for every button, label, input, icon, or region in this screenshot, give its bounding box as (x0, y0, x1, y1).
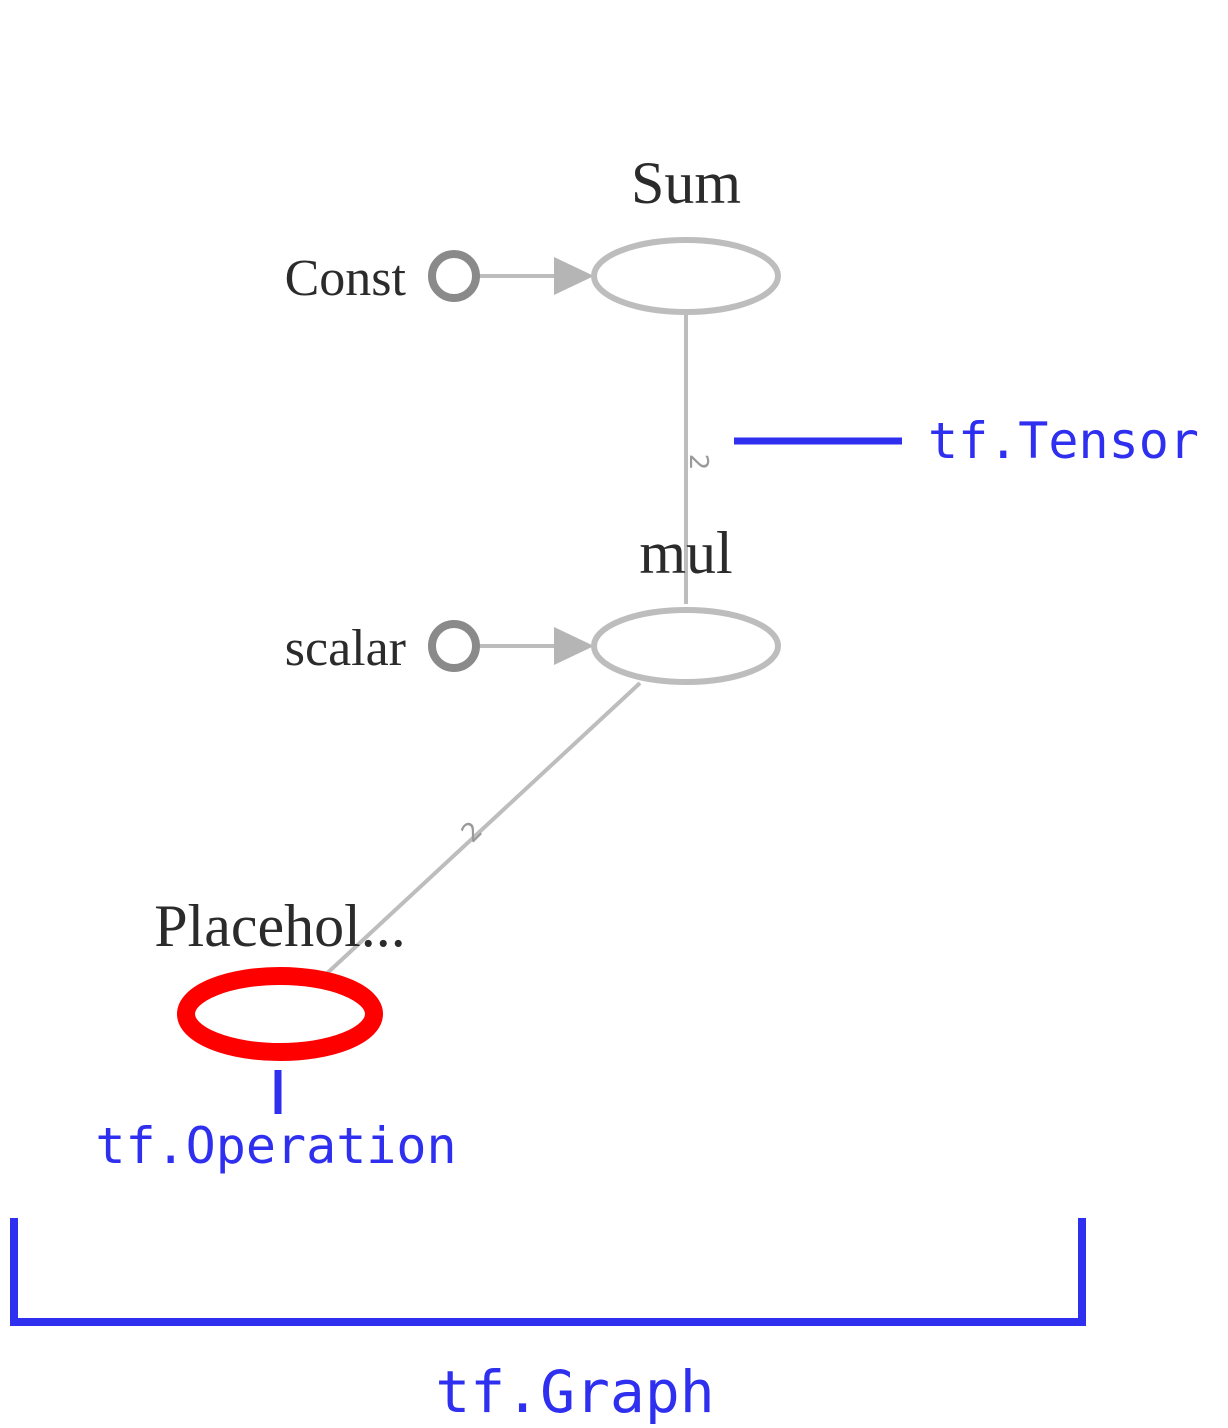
node-placeholder[interactable] (177, 967, 383, 1061)
node-label-placeholder: Placehol... (154, 893, 406, 959)
operation-annotation-label: tf.Operation (95, 1117, 456, 1175)
node-label-const: Const (285, 250, 407, 307)
arrowhead-scalar-to-mul (554, 627, 594, 665)
node-label-sum: Sum (631, 150, 741, 216)
node-sum[interactable] (591, 237, 781, 315)
edge-label-mul-to-sum: 2 (683, 454, 713, 471)
node-scalar[interactable] (428, 620, 480, 672)
graph-annotation-label: tf.Graph (435, 1358, 714, 1426)
graph-bracket (10, 1218, 1086, 1326)
edge-placeholder-to-mul (320, 681, 642, 980)
node-mul[interactable] (591, 607, 781, 685)
node-const[interactable] (428, 250, 480, 302)
tensor-annotation-label: tf.Tensor (928, 412, 1199, 470)
node-label-scalar: scalar (285, 620, 406, 677)
node-label-mul: mul (639, 520, 732, 586)
edge-label-placeholder-to-mul: 2 (456, 816, 489, 849)
arrowhead-const-to-sum (554, 257, 594, 295)
